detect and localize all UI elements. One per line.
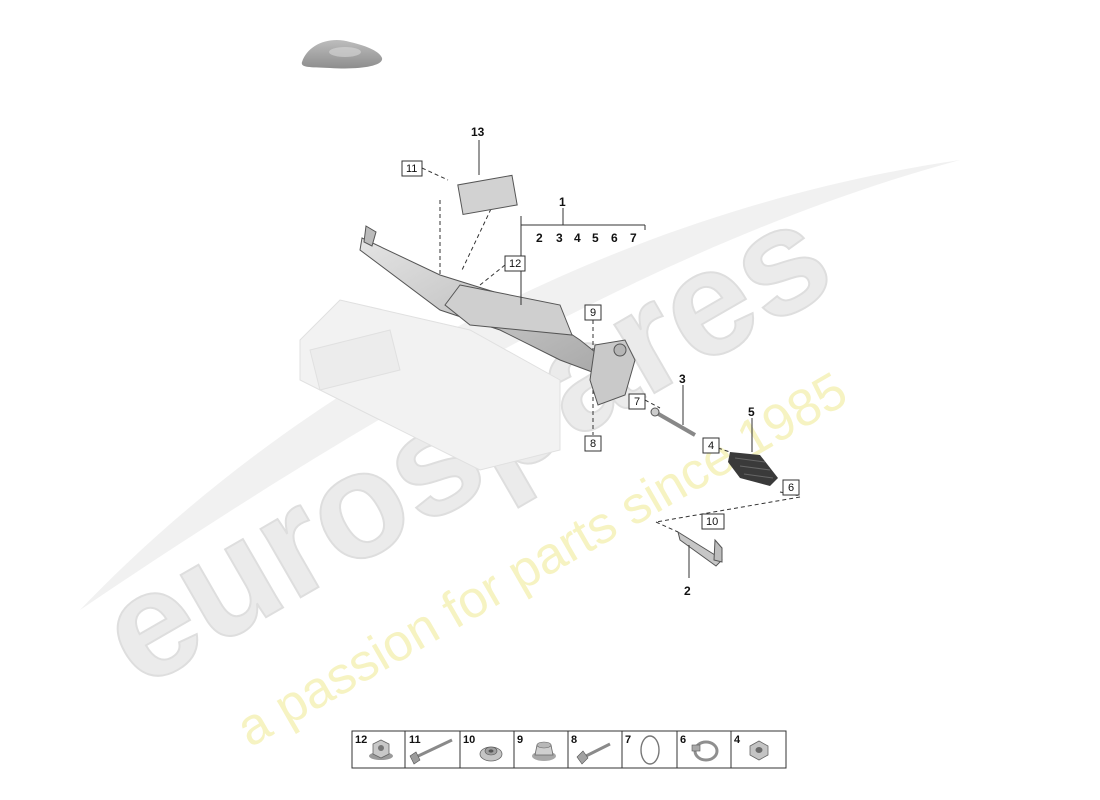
hex-nut-icon (749, 740, 769, 761)
steering-rack-assembly (359, 174, 636, 406)
outer-tie-rod-end (677, 530, 723, 567)
inner-tie-rod (650, 407, 696, 437)
legend-number-10: 10 (463, 734, 475, 746)
callout-3: 3 (679, 372, 686, 386)
vehicle-silhouette-icon (301, 40, 383, 69)
hose-clamp-icon (691, 740, 719, 762)
legend-number-12: 12 (355, 734, 367, 746)
legend-number-11: 11 (409, 734, 421, 746)
long-bolt-icon (409, 738, 453, 765)
o-ring-icon (640, 735, 660, 765)
callout-4: 4 (708, 440, 714, 452)
boxed-callouts: 11 12 9 7 8 4 6 10 (401, 160, 800, 530)
group-sub-6: 6 (611, 231, 618, 245)
group-sub-3: 3 (556, 231, 563, 245)
callout-12: 12 (509, 258, 521, 270)
bold-callouts (478, 140, 753, 578)
callout-5: 5 (748, 405, 755, 419)
legend-number-4: 4 (734, 734, 741, 746)
dome-nut-icon (532, 741, 556, 761)
callout-10: 10 (706, 516, 718, 528)
group-sub-7: 7 (630, 231, 637, 245)
callout-7: 7 (634, 396, 640, 408)
legend-number-6: 6 (680, 734, 686, 746)
callout-2: 2 (684, 584, 691, 598)
callout-6: 6 (788, 482, 794, 494)
bolt-icon (576, 742, 611, 765)
subframe-ghost (299, 299, 561, 471)
legend-number-8: 8 (571, 734, 577, 746)
group-sub-2: 2 (536, 231, 543, 245)
washer-nut-icon (479, 746, 503, 762)
callout-11: 11 (406, 163, 417, 175)
group-sub-5: 5 (592, 231, 599, 245)
steering-bellows (728, 452, 778, 486)
callout-8: 8 (590, 438, 596, 450)
group-sub-4: 4 (574, 231, 581, 245)
callout-13: 13 (471, 125, 485, 139)
legend-number-9: 9 (517, 734, 523, 746)
legend-number-7: 7 (625, 734, 631, 746)
callout-9: 9 (590, 307, 596, 319)
callout-1: 1 (559, 195, 566, 209)
hardware-legend: 12 11 10 9 8 (351, 730, 787, 769)
flange-nut-icon (369, 739, 393, 760)
